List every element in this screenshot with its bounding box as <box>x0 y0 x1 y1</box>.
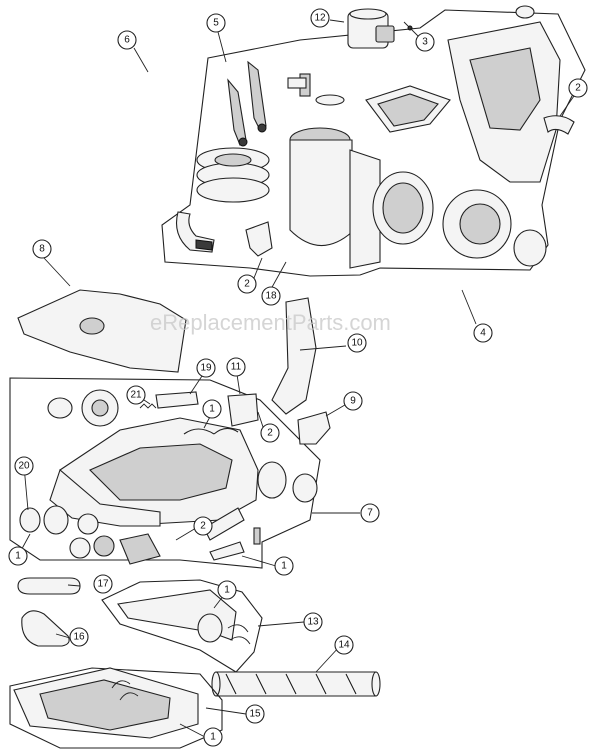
callout-16: 16 <box>69 627 89 647</box>
svg-text:10: 10 <box>351 338 363 349</box>
svg-text:1: 1 <box>15 551 21 562</box>
hose-tube-part <box>271 297 317 415</box>
belt-17-part <box>17 577 81 595</box>
cord-wrap-part <box>347 8 413 49</box>
cord-reel-part <box>196 147 270 203</box>
callout-2-upper-right: 2 <box>568 78 588 98</box>
callout-7: 7 <box>360 503 380 523</box>
filter-frame-part <box>365 85 451 133</box>
base-assembly-group <box>19 389 318 565</box>
bracket-part <box>245 221 273 257</box>
callout-6: 6 <box>117 30 137 50</box>
callout-11: 11 <box>226 357 246 377</box>
base-assembly-boundary <box>9 377 321 569</box>
callout-1-plate: 1 <box>203 727 223 747</box>
callout-9: 9 <box>343 391 363 411</box>
handle-cover-hole <box>79 317 105 335</box>
svg-text:2: 2 <box>244 279 250 290</box>
svg-text:2: 2 <box>267 428 273 439</box>
bottom-plate-group <box>13 667 199 739</box>
main-housing-part <box>447 5 561 183</box>
svg-text:1: 1 <box>281 561 287 572</box>
belt-16-part <box>21 610 70 647</box>
callout-15: 15 <box>245 704 265 724</box>
watermark-text: eReplacementParts.com <box>150 310 391 335</box>
svg-text:4: 4 <box>480 328 486 339</box>
bumper-part <box>175 211 215 253</box>
callout-1-base-right: 1 <box>274 556 294 576</box>
callout-1-base-top: 1 <box>202 399 222 419</box>
bottom-plate-boundary <box>9 667 223 749</box>
brushroll-group-boundary <box>101 579 263 673</box>
svg-text:1: 1 <box>210 732 216 743</box>
callout-2-lower: 2 <box>193 516 213 536</box>
callout-5: 5 <box>206 13 226 33</box>
latch-part <box>543 115 575 135</box>
svg-text:2: 2 <box>575 83 581 94</box>
callout-2-base: 2 <box>260 423 280 443</box>
svg-text:5: 5 <box>213 18 219 29</box>
brushroll-14-part <box>211 671 381 697</box>
svg-text:9: 9 <box>350 396 356 407</box>
callout-18: 18 <box>261 286 281 306</box>
svg-text:11: 11 <box>231 362 242 373</box>
svg-text:8: 8 <box>39 244 45 255</box>
callout-21: 21 <box>126 385 146 405</box>
callout-20: 20 <box>14 456 34 476</box>
callout-10: 10 <box>347 333 367 353</box>
dust-cup-part <box>287 73 381 269</box>
svg-text:1: 1 <box>209 404 215 415</box>
svg-text:13: 13 <box>307 617 319 628</box>
svg-text:17: 17 <box>97 579 109 590</box>
callout-12: 12 <box>310 8 330 28</box>
hose-part <box>227 60 267 147</box>
svg-text:6: 6 <box>124 35 130 46</box>
svg-text:3: 3 <box>422 37 428 48</box>
svg-text:12: 12 <box>314 13 326 24</box>
motor-part <box>442 189 547 267</box>
callout-2-upper: 2 <box>237 274 257 294</box>
upper-assembly-group <box>161 5 586 277</box>
round-filter-inner <box>382 182 424 234</box>
leader-lines <box>17 19 575 738</box>
svg-text:19: 19 <box>200 363 212 374</box>
callout-8: 8 <box>32 239 52 259</box>
callout-17: 17 <box>93 574 113 594</box>
callout-14: 14 <box>334 635 354 655</box>
svg-text:1: 1 <box>224 585 230 596</box>
svg-text:20: 20 <box>18 461 30 472</box>
callout-13: 13 <box>303 612 323 632</box>
callout-3: 3 <box>415 32 435 52</box>
svg-text:21: 21 <box>130 390 142 401</box>
callouts: 12 3 6 5 2 8 2 18 4 10 19 11 21 9 1 2 20… <box>8 8 588 747</box>
callout-4: 4 <box>473 323 493 343</box>
callout-1-brushroll: 1 <box>217 580 237 600</box>
pedal-part <box>297 411 331 445</box>
svg-text:2: 2 <box>200 521 206 532</box>
svg-text:14: 14 <box>338 640 350 651</box>
brushroll-group <box>117 589 251 645</box>
svg-text:16: 16 <box>73 632 85 643</box>
svg-text:7: 7 <box>367 508 373 519</box>
svg-text:15: 15 <box>249 709 261 720</box>
callout-1-base-left: 1 <box>8 546 28 566</box>
svg-text:18: 18 <box>265 291 277 302</box>
callout-19: 19 <box>196 358 216 378</box>
